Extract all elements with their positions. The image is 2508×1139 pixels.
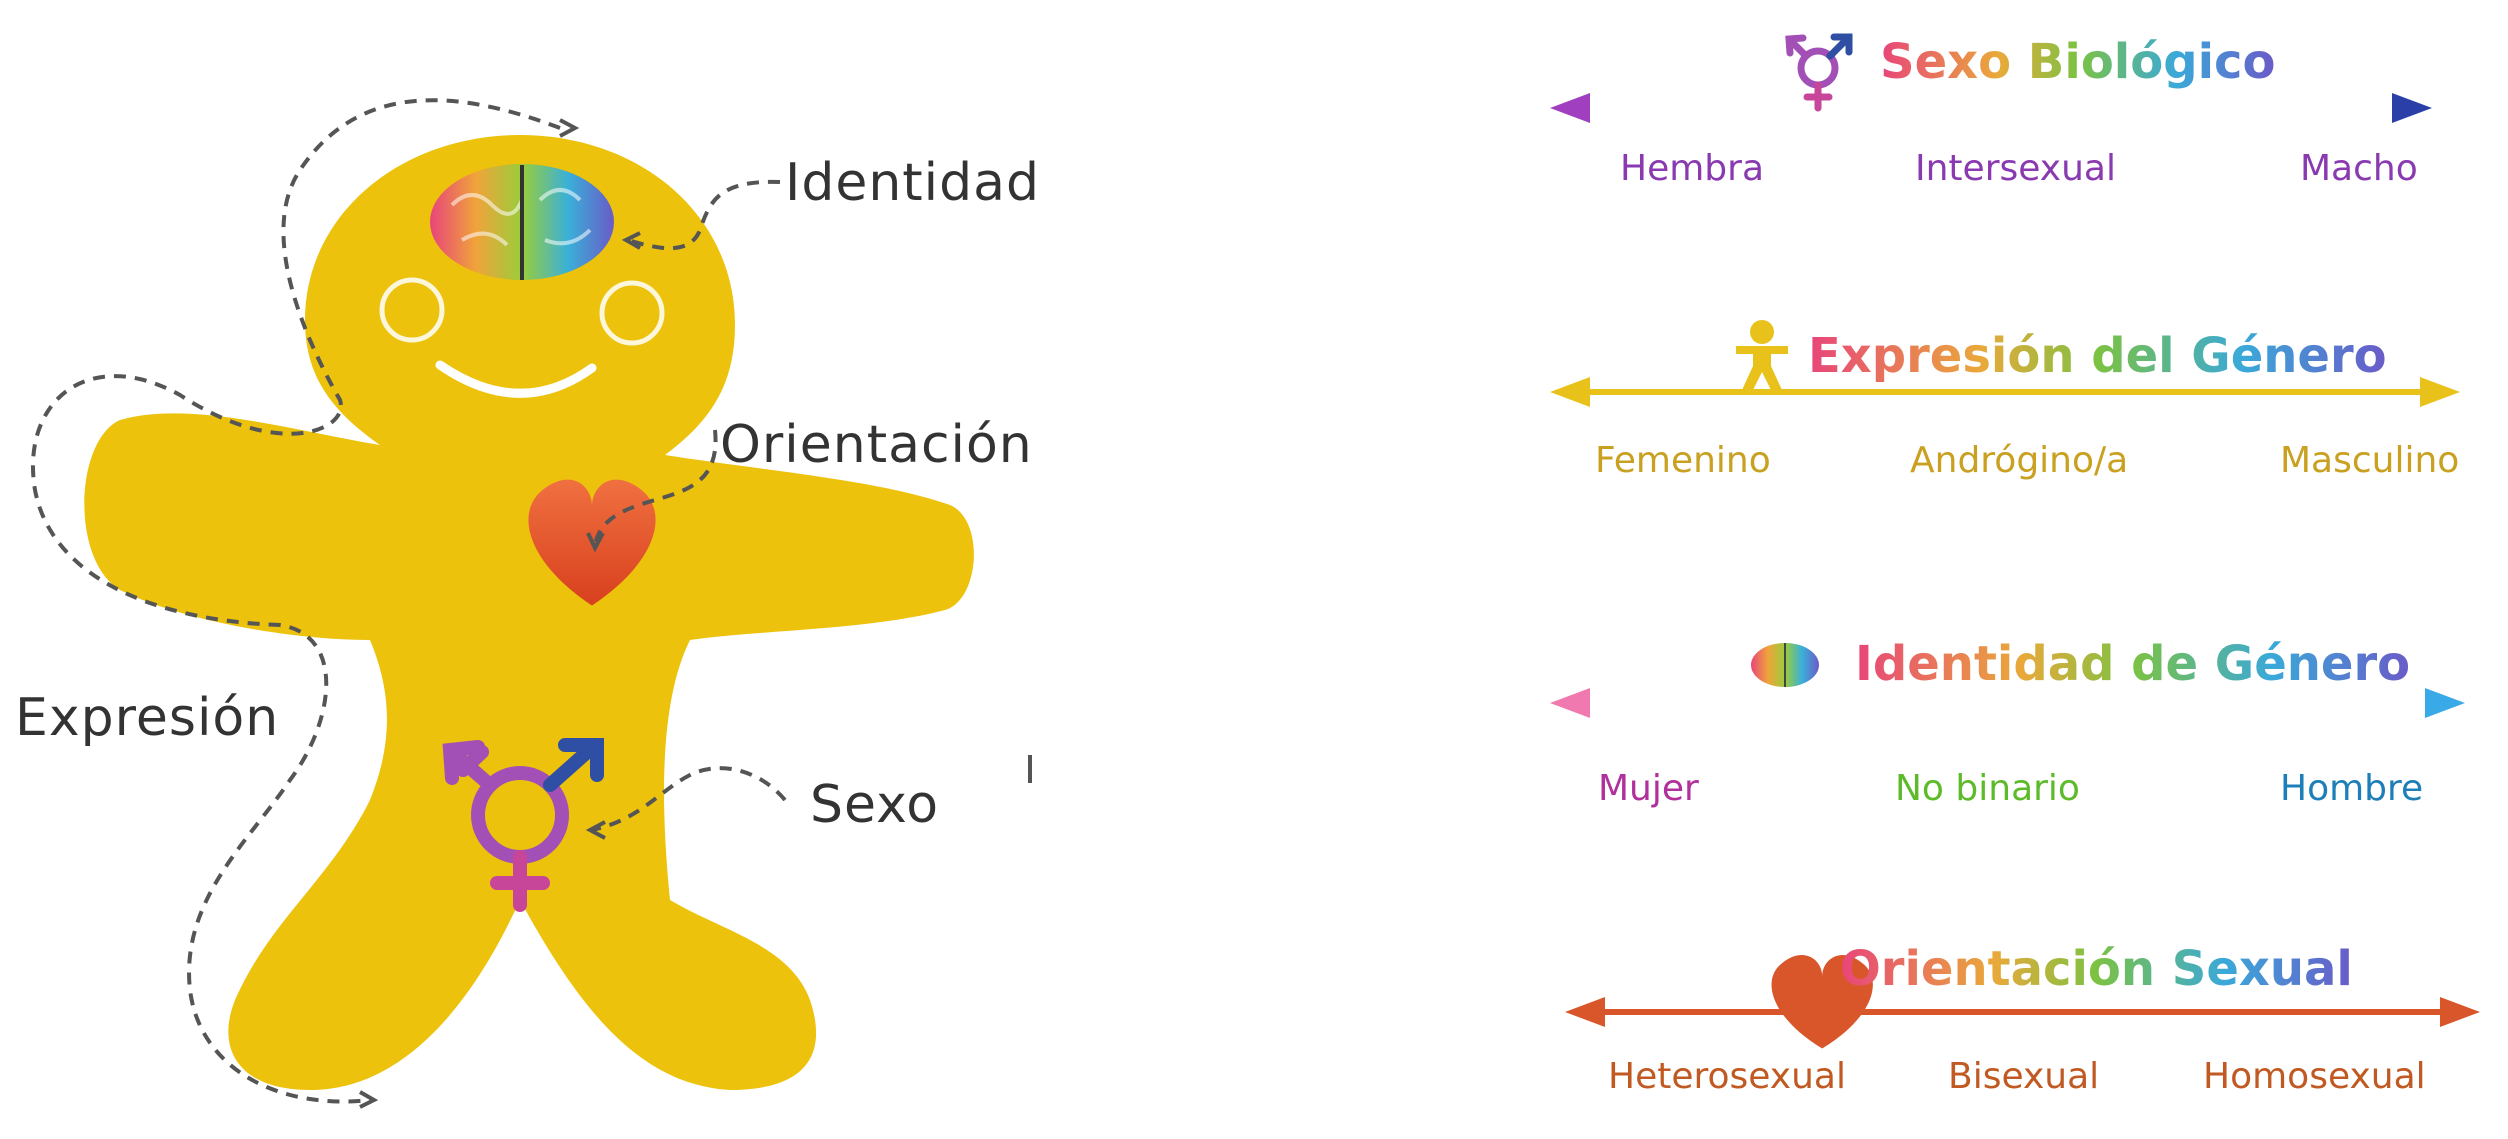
figure-body <box>84 135 974 1090</box>
brain-icon <box>430 164 614 280</box>
scale-title: Orientación Sexual <box>1840 941 2353 997</box>
transgender-symbol-icon <box>442 738 604 912</box>
scale-middle-label: Andrógino/a <box>1910 440 2128 481</box>
left-eye <box>379 277 445 343</box>
scale-title: Expresión del Género <box>1808 328 2387 384</box>
scale-middle-label: No binario <box>1895 768 2080 809</box>
scale-title: Identidad de Género <box>1855 636 2410 692</box>
stray-mark <box>1028 755 1032 783</box>
scale-right-label: Macho <box>2300 148 2418 189</box>
scale-middle-label: Bisexual <box>1948 1056 2099 1097</box>
sex-leader <box>591 766 787 832</box>
arrow-left <box>1550 377 1590 407</box>
scale-middle-label: Intersexual <box>1915 148 2116 189</box>
sex-label: Sexo <box>810 775 939 835</box>
arrow-right <box>2392 93 2432 123</box>
gingerbread-figure: Identidad Orientación Expresión Sexo <box>15 98 1040 1109</box>
scale-title: Sexo Biológico <box>1880 34 2275 90</box>
scale-sexual-orientation: Orientación Sexual Heterosexual Bisexual… <box>1565 941 2480 1097</box>
scale-biological-sex: Sexo Biológico Hembra Intersexual Macho <box>1550 33 2432 189</box>
brain-icon <box>1751 643 1819 687</box>
heart-icon <box>1771 955 1873 1049</box>
scale-right-label: Hombre <box>2280 768 2423 809</box>
transgender-symbol-icon <box>1785 33 1853 112</box>
identity-label: Identidad <box>785 153 1040 213</box>
orientation-label: Orientación <box>720 415 1033 475</box>
right-eye <box>599 280 665 346</box>
arrow-right <box>2420 377 2460 407</box>
identity-leader <box>627 179 781 251</box>
arrow-right <box>2425 688 2465 718</box>
expression-label: Expresión <box>15 688 279 748</box>
scale-left-label: Heterosexual <box>1608 1056 1846 1097</box>
scale-left-label: Hembra <box>1620 148 1764 189</box>
scale-right-label: Masculino <box>2280 440 2459 481</box>
scale-gender-identity: Identidad de Género Mujer No binario Hom… <box>1550 636 2465 809</box>
arrow-right <box>2440 997 2480 1027</box>
scale-gender-expression: Expresión del Género Femenino Andrógino/… <box>1550 320 2460 481</box>
expression-outline <box>31 98 561 1104</box>
smile <box>435 360 597 398</box>
scale-left-label: Mujer <box>1598 768 1699 809</box>
arrow-left <box>1550 93 1590 123</box>
scale-right-label: Homosexual <box>2203 1056 2426 1097</box>
arrow-left <box>1550 688 1590 718</box>
scale-left-label: Femenino <box>1595 440 1771 481</box>
arrow-left <box>1565 997 1605 1027</box>
person-icon <box>1736 320 1788 394</box>
